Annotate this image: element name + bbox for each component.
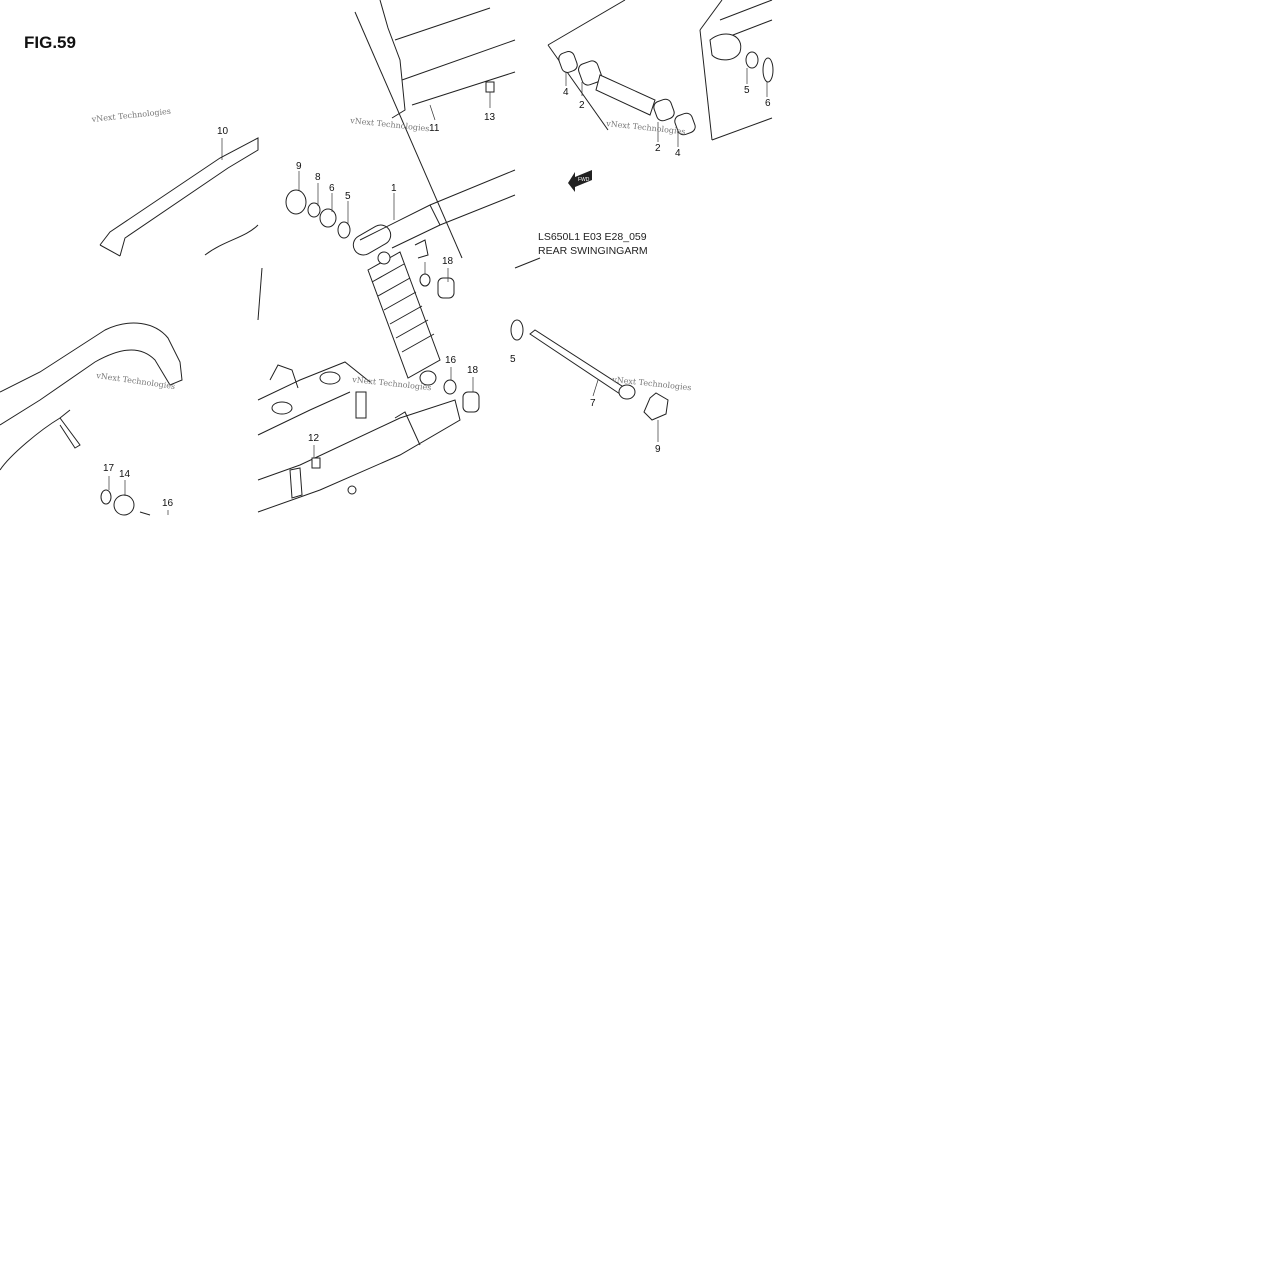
callout-6: 6 [329,183,335,194]
fwd-arrow-icon: FWD [568,170,592,192]
rear-shock-absorber [352,224,441,386]
callout-18a: 18 [442,256,454,267]
callout-11: 11 [429,123,440,134]
callout-16b: 16 [162,498,174,509]
bushing-parts [558,33,774,136]
callout-9: 9 [296,161,302,172]
callout-5: 5 [345,191,351,202]
callout-17: 17 [103,463,115,474]
leader-lines [108,68,768,515]
model-code: LS650L1 E03 E28_059 [538,231,647,243]
callout-14: 14 [119,469,131,480]
callout-18b: 18 [467,365,479,376]
callout-12: 12 [308,433,320,444]
watermarks: vNext Technologies vNext Technologies vN… [90,107,691,393]
figure-title: FIG.59 [24,33,76,52]
callout-4b: 4 [675,148,681,159]
shock-hardware [285,189,480,413]
swingarm [257,267,461,513]
callout-13: 13 [484,112,496,123]
frame-crossmember [359,169,541,269]
callout-5c: 5 [510,354,516,365]
callout-16a: 16 [445,355,457,366]
bushing-box [547,0,773,141]
callout-10: 10 [217,126,229,137]
callout-1: 1 [391,183,397,194]
chain-cover-top [99,137,259,257]
fwd-label: FWD [578,177,590,183]
pivot-shaft [510,319,669,421]
callout-7: 7 [590,398,596,409]
figure-caption: LS650L1 E03 E28_059 REAR SWINGINGARM [538,230,648,258]
callout-2a: 2 [579,100,585,111]
callout-8: 8 [315,172,321,183]
lower-bearing [100,489,151,516]
callout-5b: 5 [744,85,750,96]
callout-6b: 6 [765,98,771,109]
watermark-text: vNext Technologies [605,119,686,136]
bolts [311,81,495,469]
callout-2b: 2 [655,143,661,154]
frame-outline [354,0,516,259]
watermark-text: vNext Technologies [349,116,430,133]
chain-case-lower [0,322,183,471]
callout-numbers: 10 9 8 6 5 1 11 13 4 2 2 4 5 6 18 16 18 … [103,85,771,509]
section-name: REAR SWINGINGARM [538,245,648,257]
callout-9b: 9 [655,444,661,455]
callout-4a: 4 [563,87,569,98]
watermark-text: vNext Technologies [90,107,171,124]
